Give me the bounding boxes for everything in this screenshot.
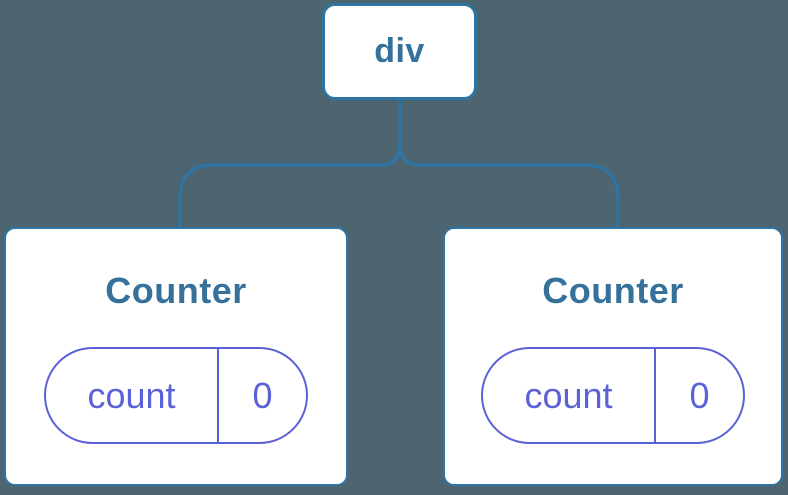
state-name-section: count — [46, 349, 217, 442]
state-name: count — [87, 374, 176, 416]
state-value-section: 0 — [656, 349, 743, 442]
state-value-section: 0 — [219, 349, 306, 442]
state-divider — [654, 349, 656, 442]
state-badge: count 0 — [481, 347, 745, 444]
component-title: Counter — [105, 270, 247, 311]
state-badge: count 0 — [44, 347, 308, 444]
state-name: count — [524, 374, 613, 416]
state-divider — [217, 349, 219, 442]
connector-right-branch — [398, 100, 620, 229]
component-title: Counter — [542, 270, 684, 311]
root-node-label: div — [374, 32, 425, 70]
state-value: 0 — [252, 374, 273, 416]
root-node-div: div — [322, 3, 477, 100]
state-value: 0 — [689, 374, 710, 416]
component-card-counter-right: Counter count 0 — [443, 227, 783, 486]
component-card-counter-left: Counter count 0 — [4, 227, 348, 486]
connector-left-branch — [178, 100, 402, 229]
state-name-section: count — [483, 349, 654, 442]
